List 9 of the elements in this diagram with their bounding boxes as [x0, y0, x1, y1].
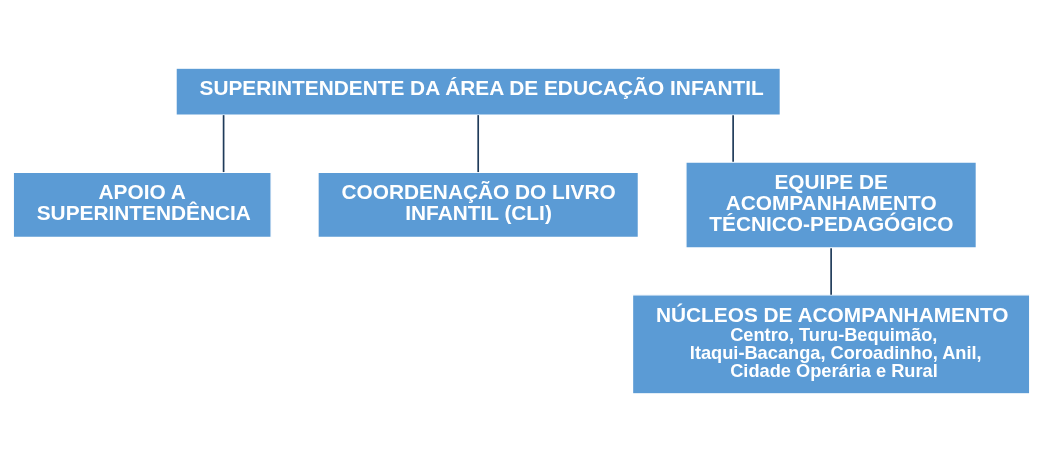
node-box: EQUIPE DE ACOMPANHAMENTO TÉCNICO-PEDAGÓGICO	[685, 160, 977, 249]
connector	[477, 113, 480, 173]
connector	[830, 246, 832, 295]
node-box: COORDENAÇÃO DO LIVRO INFANTIL (CLI)	[317, 171, 640, 238]
connector	[732, 113, 734, 163]
node-box: SUPERINTENDENTE DA ÁREA DE EDUCAÇÃO INFANTIL	[175, 67, 781, 116]
connector	[222, 113, 225, 173]
node-box: NÚCLEOS DE ACOMPANHAMENTO Centro, Turu-Bequimão, Itaqui-Bacanga, Coroadinho, Anil, Cidade Operária e Rural	[631, 293, 1031, 394]
node-box: APOIO A SUPERINTENDÊNCIA	[12, 171, 272, 238]
